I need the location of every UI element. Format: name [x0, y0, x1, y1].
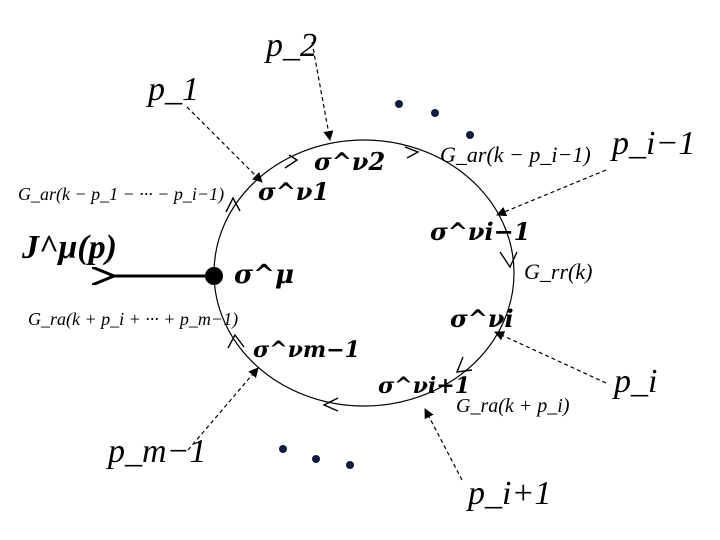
momentum-label-pip1: p_i+1 [466, 475, 551, 512]
loop-arrow-3 [499, 251, 518, 269]
propagator-label-gar-sum: G_ar(k − p_1 − ··· − p_i−1) [18, 184, 224, 205]
momentum-line-pmm1 [187, 367, 259, 451]
vertex-label-nu1: σ^ν1 [258, 177, 329, 206]
vertex-label-nu-mm1: σ^νm−1 [253, 337, 360, 363]
loop-arrow-6 [227, 333, 245, 349]
vertex-label-nu-i: σ^νi [450, 304, 514, 333]
propagator-label-gra-k-pi: G_ra(k + p_i) [456, 395, 570, 417]
momentum-line-p1 [186, 106, 263, 183]
source-vertex-dot [205, 267, 223, 285]
momentum-line-pi [494, 331, 607, 384]
loop-arrow-5 [322, 397, 339, 412]
momentum-label-p1: p_1 [146, 71, 199, 108]
momentum-label-p2: p_2 [264, 27, 317, 64]
vertex-label-mu: σ^μ [234, 260, 294, 290]
ellipsis-dot [346, 461, 354, 469]
momentum-label-pmm1: p_m−1 [106, 433, 207, 470]
momentum-label-pi: p_i [612, 363, 657, 400]
ellipsis-dot [395, 100, 403, 108]
propagator-label-gra-sum: G_ra(k + p_i + ··· + p_m−1) [28, 309, 238, 330]
source-label: J^μ(p) [21, 229, 117, 266]
propagator-label-gar-k-pim1: G_ar(k − p_i−1) [440, 142, 591, 167]
ellipsis-dot [466, 131, 474, 139]
momentum-line-pim1 [496, 169, 607, 217]
loop-arrow-1 [284, 154, 299, 169]
ellipsis-dot [312, 455, 320, 463]
momentum-line-p2 [311, 41, 334, 141]
vertex-label-nu-im1: σ^νi−1 [430, 217, 530, 246]
propagator-label-grr-k: G_rr(k) [524, 259, 592, 284]
momentum-label-pim1: p_i−1 [610, 125, 695, 162]
loop-arrow-2 [404, 146, 420, 159]
loop-arrow-7 [225, 196, 241, 213]
vertex-label-nu2: σ^ν2 [314, 147, 385, 176]
ellipsis-dot [279, 445, 287, 453]
vertex-label-nu-ip1: σ^νi+1 [378, 373, 470, 399]
loop-arrow-4 [455, 356, 473, 373]
ellipsis-dot [431, 109, 439, 117]
momentum-line-pip1 [424, 408, 463, 481]
